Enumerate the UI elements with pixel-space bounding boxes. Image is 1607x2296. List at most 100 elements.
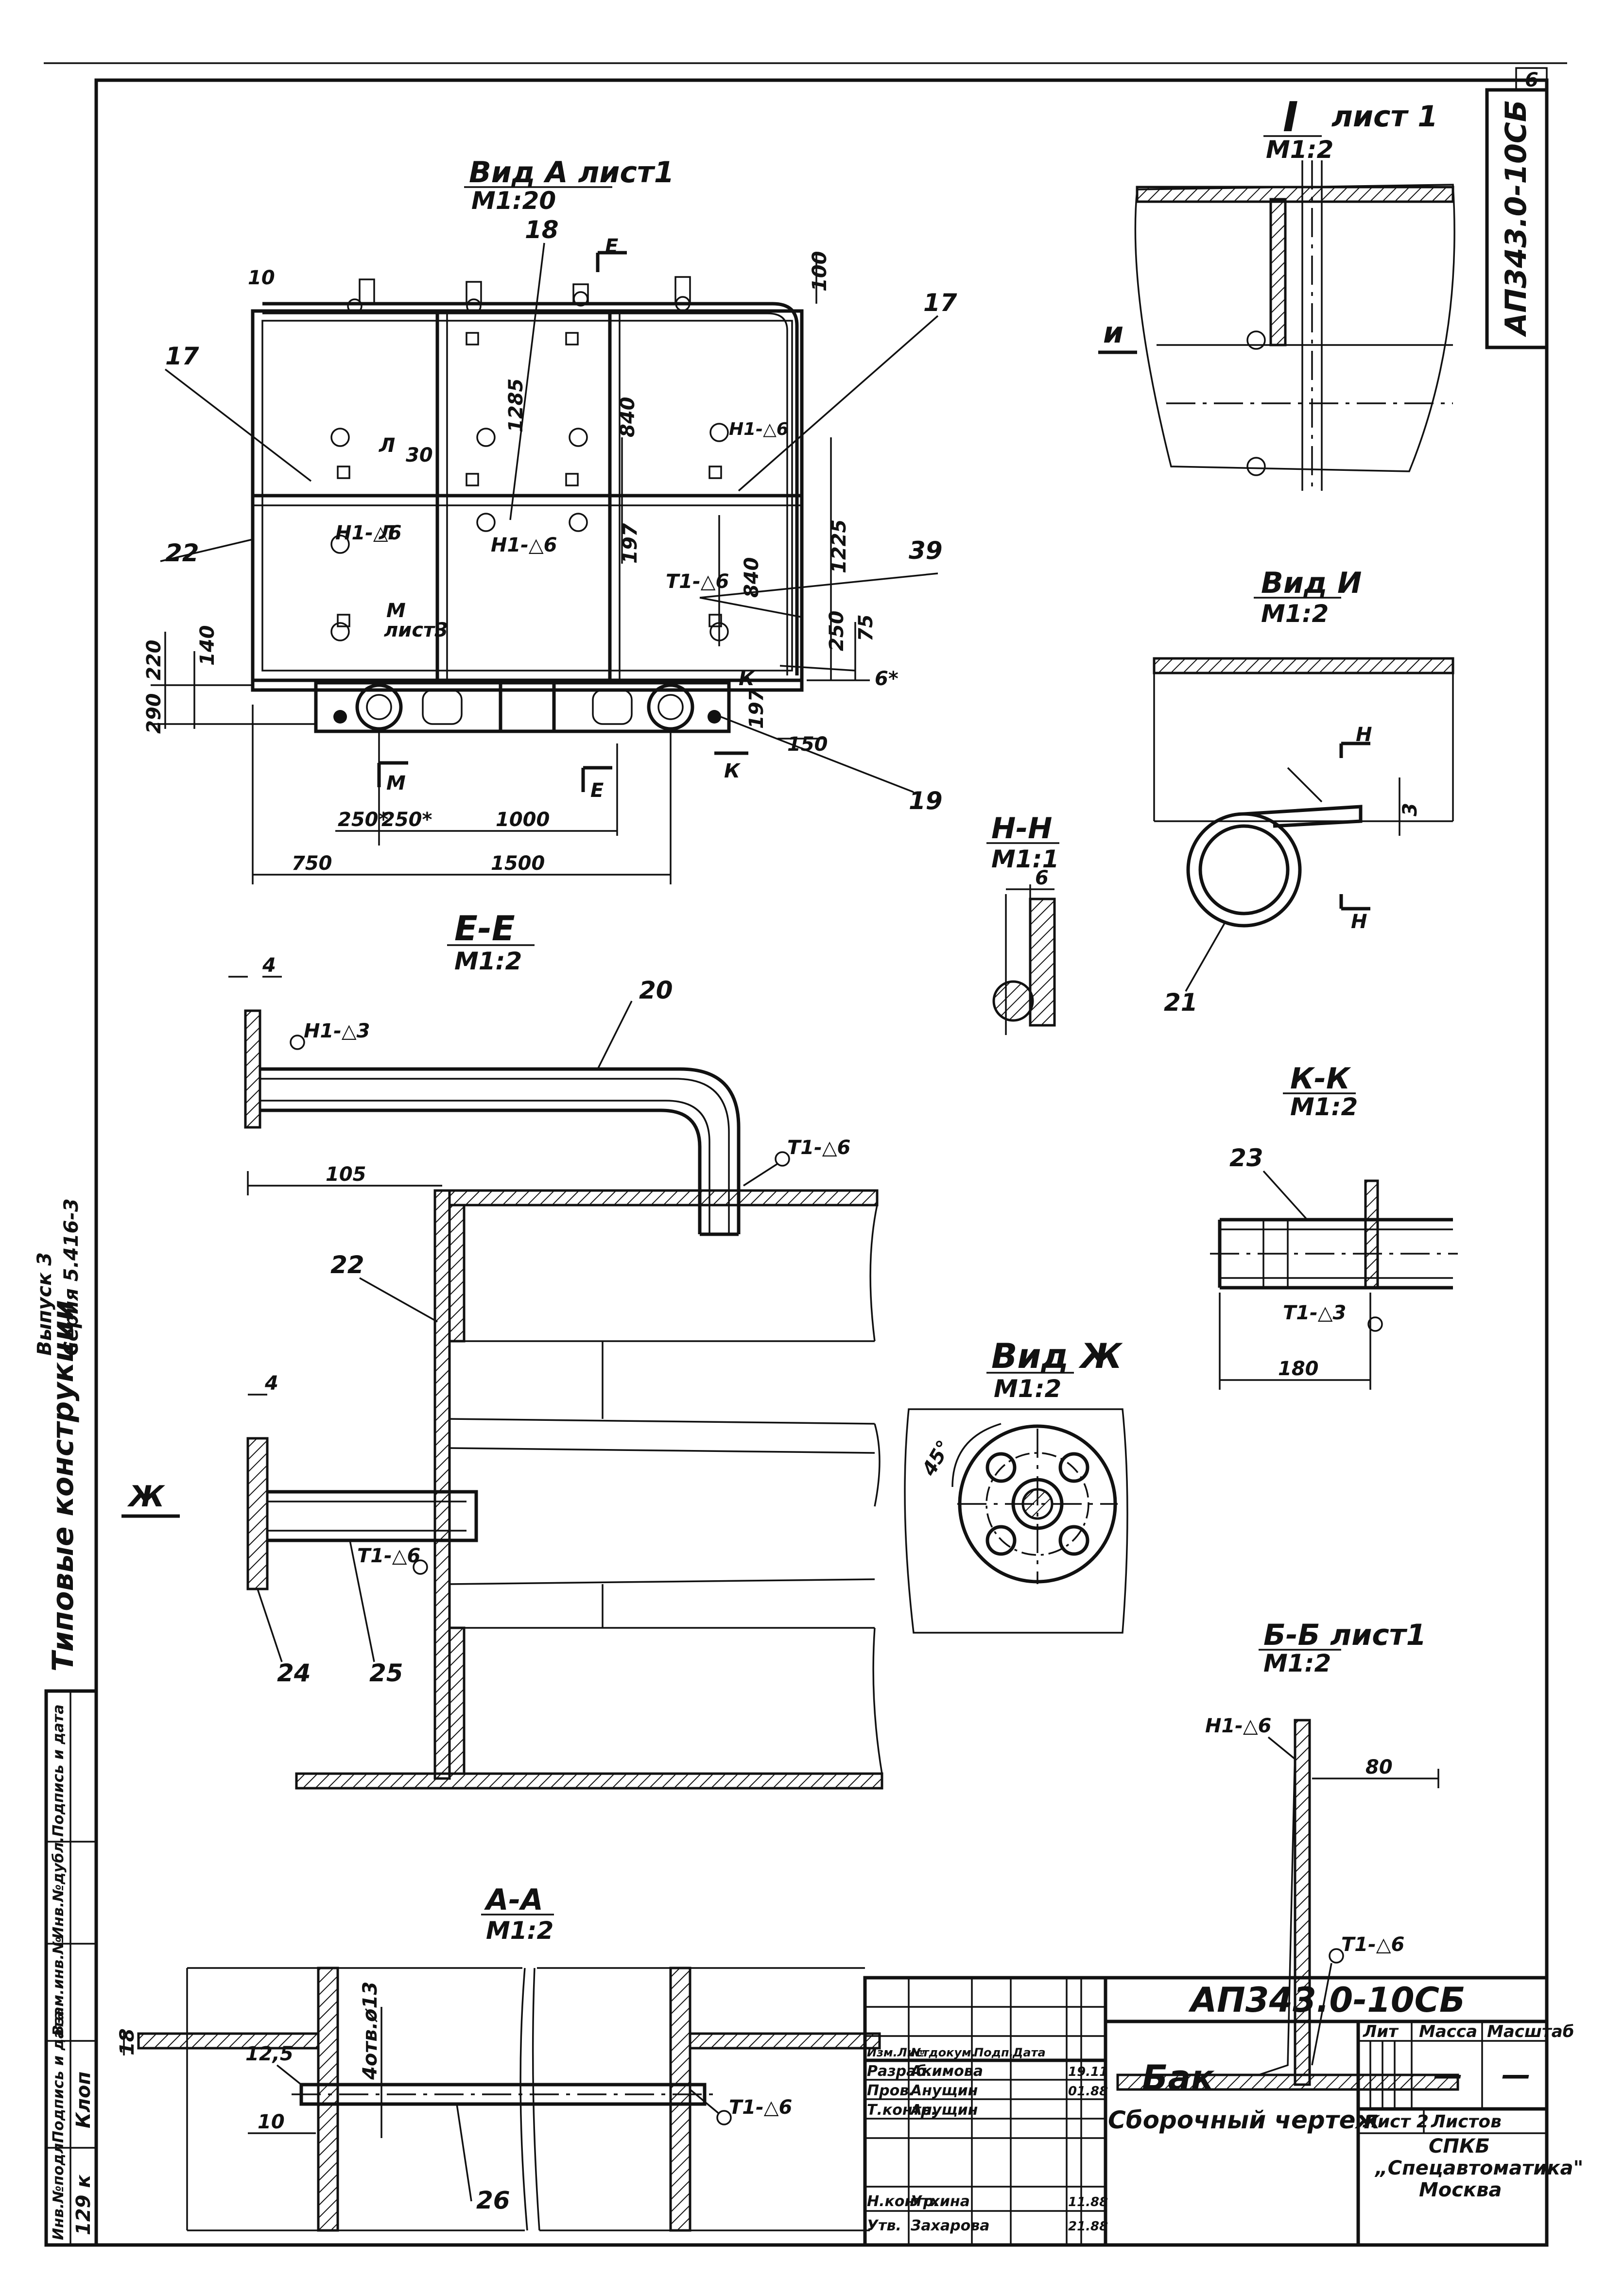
dim-250s1: 250* <box>338 809 388 831</box>
dim-197a: 197 <box>619 523 641 564</box>
detail-1-sheet: лист 1 <box>1331 100 1438 134</box>
section-kk-title: К-К <box>1290 1062 1351 1096</box>
tb-row3-role: Т.контр. <box>867 2102 937 2119</box>
detail-1-scale: М1:2 <box>1266 136 1333 164</box>
inv-dubl-label: Инв.№дубл. <box>50 1837 67 1939</box>
dim-840a: 840 <box>617 397 639 438</box>
dim-10-aa: 10 <box>258 2111 285 2133</box>
tb-scale-label: Масштаб <box>1487 2022 1574 2041</box>
tb-row6-role: Утв. <box>867 2217 901 2234</box>
weld-w2: Н1-△6 <box>491 534 557 556</box>
label-l2: Л <box>379 522 395 544</box>
tb-designation: АП343.0-10СБ <box>1188 1980 1465 2020</box>
dim-1285: 1285 <box>505 379 527 432</box>
pos-25: 25 <box>369 1659 403 1687</box>
dim-3: 3 <box>1399 803 1421 816</box>
pos-22: 22 <box>165 539 199 567</box>
tb-org3: Москва <box>1419 2179 1502 2201</box>
view-i-title: Вид И <box>1261 566 1362 600</box>
section-aa-title: А-А <box>484 1883 543 1917</box>
tb-mass-label: Масса <box>1419 2022 1477 2041</box>
view-a-scale: М1:20 <box>471 187 556 215</box>
weld-w5: Н1-△3 <box>304 1020 370 1042</box>
tb-row3-name: Анущин <box>910 2102 978 2119</box>
label-u: и <box>1103 316 1123 350</box>
dim-100: 100 <box>809 251 831 292</box>
section-kk-scale: М1:2 <box>1290 1093 1358 1121</box>
dim-45: 45° <box>917 1436 955 1480</box>
dim-197b: 197 <box>745 688 768 729</box>
section-kk: К-К М1:2 23 Т1-△3 180 <box>1210 1062 1458 1390</box>
dim-30: 30 <box>406 444 433 466</box>
dim-750: 750 <box>292 852 332 875</box>
pos-18: 18 <box>525 216 559 244</box>
weld-w3: Н1-△6 <box>729 419 789 439</box>
pos-20: 20 <box>639 976 673 1004</box>
pos-21: 21 <box>1164 988 1198 1017</box>
tb-row6-date: 21.88 <box>1068 2219 1108 2234</box>
tb-row0-name: № докум. <box>910 2046 976 2059</box>
holes-label: 4отв.ø13 <box>359 1982 381 2080</box>
label-h1: Н <box>1356 724 1372 746</box>
dim-6: 6* <box>875 668 899 690</box>
tb-row0-date: Дата <box>1012 2046 1046 2059</box>
weld-w7: Т1-△6 <box>357 1545 420 1567</box>
section-bb: Б-Б лист1 М1:2 80 Н1-△6 Т1-△6 <box>1116 1618 1459 2091</box>
section-aa: А-А М1:2 4отв.ø13 18 12,5 10 26 Т1-△6 <box>116 1883 881 2232</box>
tb-row1-role: Разраб. <box>867 2063 932 2080</box>
detail-1-title: I <box>1283 93 1298 141</box>
tb-sheet-label: Лист 2 <box>1363 2112 1429 2132</box>
dim-840b: 840 <box>741 557 763 598</box>
dim-1000: 1000 <box>496 809 550 831</box>
pos-17a: 17 <box>165 342 199 370</box>
weld-w4: Т1-△6 <box>666 570 729 593</box>
tb-mass-value: — <box>1434 2058 1463 2092</box>
tb-doc-type: Сборочный чертеж <box>1108 2106 1381 2134</box>
inv-no-label: Инв.№подл. <box>50 2138 67 2240</box>
vzam-label: Взам.инв.№ <box>50 1936 67 2036</box>
tb-sheets-label: Листов <box>1431 2112 1502 2132</box>
section-hh: Н-Н М1:1 6 <box>986 811 1059 1035</box>
tb-row2-role: Пров. <box>867 2082 915 2099</box>
dim-18: 18 <box>116 2028 138 2055</box>
dim-150: 150 <box>787 733 828 756</box>
section-hh-title: Н-Н <box>991 811 1052 846</box>
view-zh-title: Вид Ж <box>991 1336 1123 1376</box>
tb-row0-role: Изм.Лист <box>867 2046 930 2059</box>
tb-org1: СПКБ <box>1429 2135 1490 2158</box>
tb-row5-name: Утхина <box>911 2193 970 2210</box>
view-zh-scale: М1:2 <box>994 1375 1061 1403</box>
dim-250s2: 250* <box>381 809 432 831</box>
dim-80: 80 <box>1365 1756 1393 1778</box>
tb-lit-label: Лит <box>1363 2022 1399 2041</box>
pos-39: 39 <box>909 536 943 565</box>
tb-org2: „Спецавтоматика" <box>1374 2157 1583 2179</box>
label-l1: Л <box>379 434 395 457</box>
tb-row2-date: 01.88 <box>1068 2084 1108 2099</box>
dim-4a: 4 <box>262 954 276 977</box>
label-e1: Е <box>590 779 604 802</box>
dim-250: 250 <box>826 611 848 652</box>
side-code: АП343.0-10СБ <box>1499 100 1533 337</box>
tb-row0-sign: Подп. <box>974 2046 1014 2059</box>
typical-constructions: Типовые конструкции <box>46 1300 80 1672</box>
dim-1500: 1500 <box>491 852 545 875</box>
weld-w11: Т1-△6 <box>729 2096 792 2119</box>
dim-140: 140 <box>196 625 219 666</box>
tb-row2-name: Анущин <box>910 2082 978 2099</box>
title-block: АП343.0-10СБ Бак Сборочный чертеж Лит Ма… <box>863 1976 1583 2247</box>
section-ee-scale: М1:2 <box>454 947 522 975</box>
dim-75: 75 <box>855 614 877 641</box>
pos-19: 19 <box>909 787 943 815</box>
dim-6-hh: 6 <box>1035 867 1049 889</box>
label-m: М <box>386 772 406 794</box>
tb-row1-name: Акимова <box>910 2063 983 2080</box>
sign-date-label-2: Подпись и дата <box>50 1705 67 1837</box>
view-i: Вид И М1:2 Н Н 3 21 <box>1153 566 1454 1017</box>
label-h2: Н <box>1351 911 1367 933</box>
dim-1225: 1225 <box>828 519 850 573</box>
tb-row5-role: Н.контр. <box>867 2193 939 2210</box>
label-m-ref: М <box>386 600 406 622</box>
label-zh: Ж <box>127 1480 165 1514</box>
